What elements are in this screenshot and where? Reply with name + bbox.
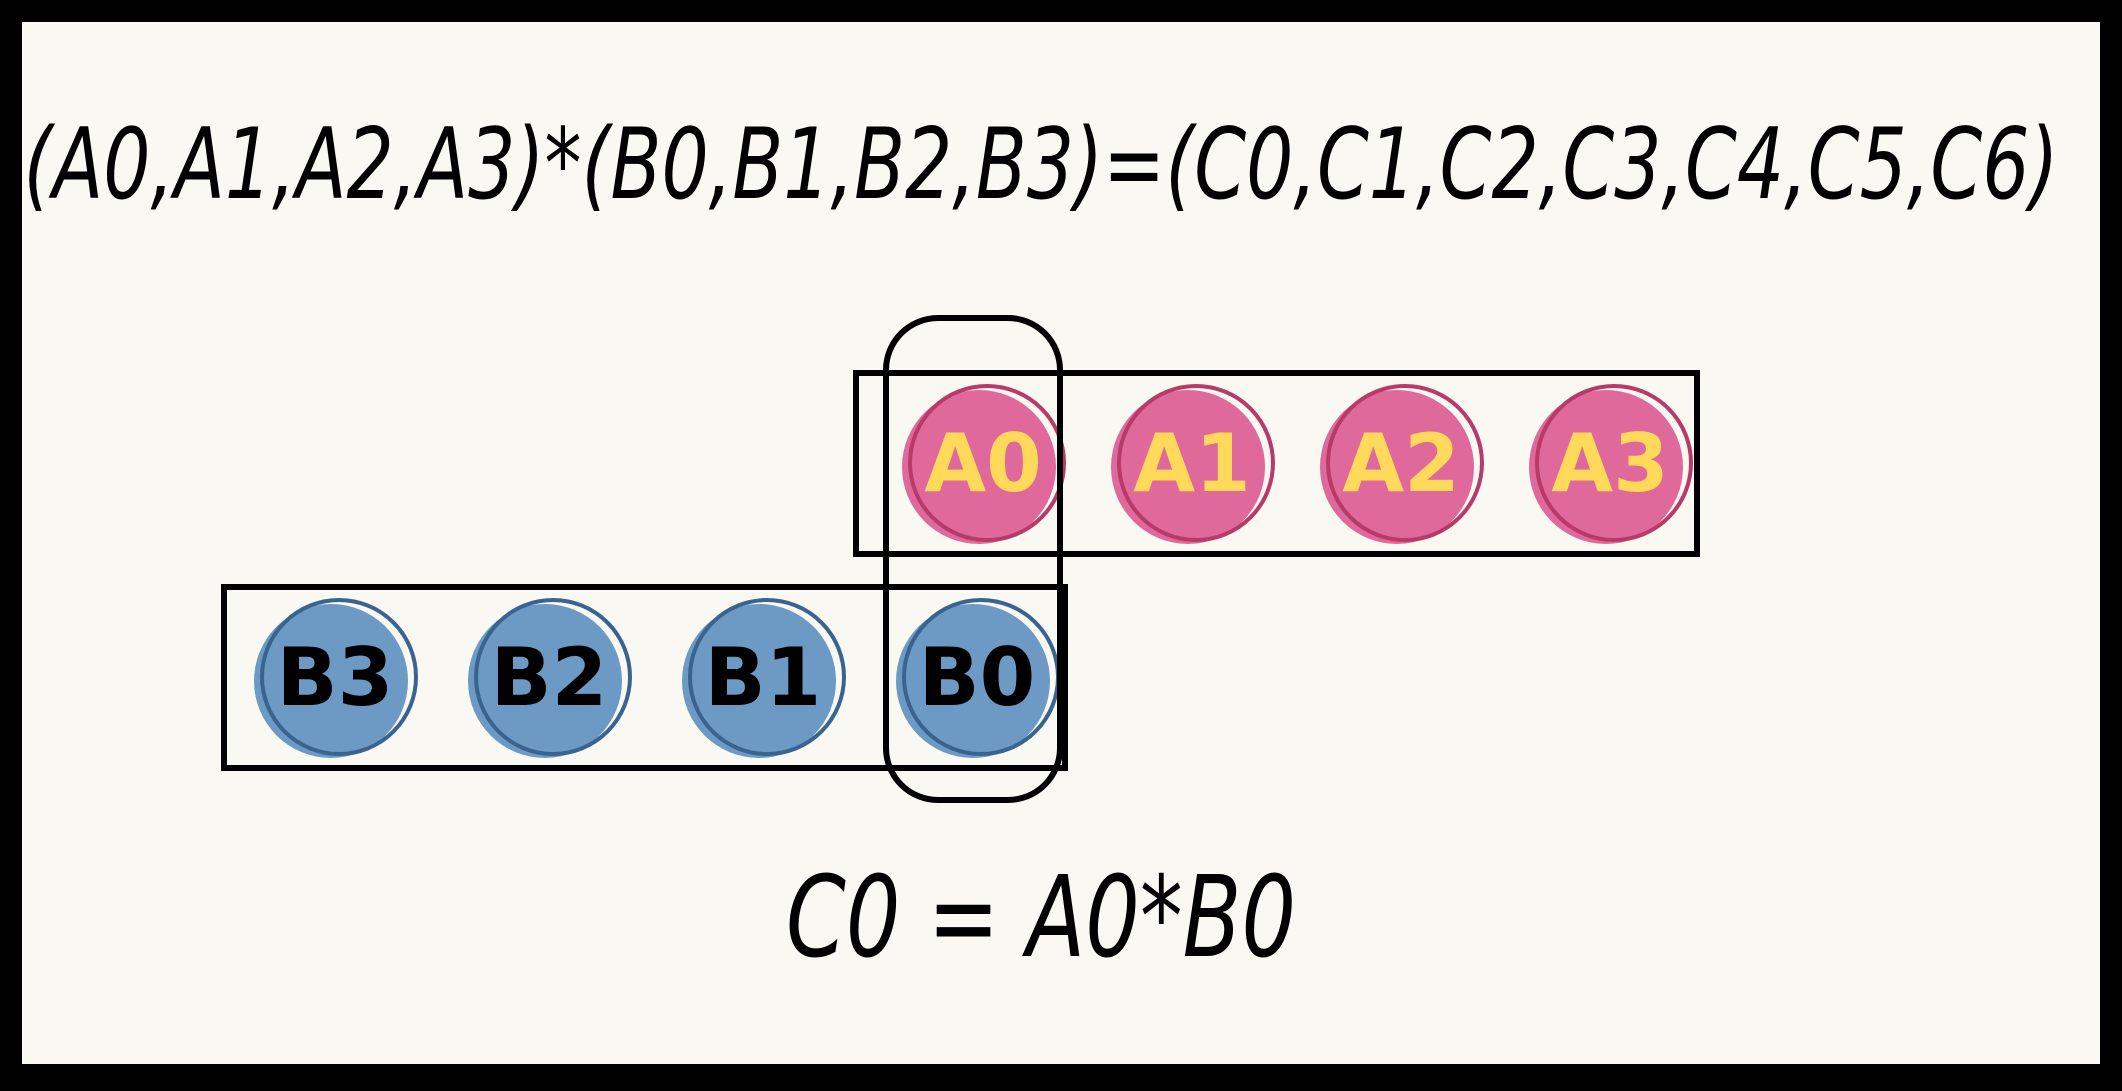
- a-circle-outline: [1326, 384, 1484, 542]
- result-text: C0 = A0*B0: [786, 853, 1296, 983]
- b-term-label: B2: [491, 631, 608, 724]
- b-circle-fill: [896, 604, 1050, 758]
- b-circle-fill: [682, 604, 836, 758]
- a-term-label: A3: [1551, 417, 1669, 510]
- b-circle-outline: [688, 598, 846, 756]
- alignment-highlight-box: [883, 315, 1063, 803]
- a-term-label: A0: [924, 417, 1042, 510]
- a-circle-outline: [1117, 384, 1275, 542]
- a-circle-fill: [902, 390, 1056, 544]
- b-circle-outline: [260, 598, 418, 756]
- a-term-a3: A3: [1529, 384, 1693, 544]
- b-term-b2: B2: [468, 598, 632, 758]
- a-terms-group: A0 A1 A2 A3: [902, 384, 1693, 544]
- b-term-label: B1: [705, 631, 822, 724]
- b-circle-fill: [254, 604, 408, 758]
- a-row-box: [853, 370, 1700, 557]
- b-row-box: [221, 584, 1068, 771]
- a-circle-fill: [1320, 390, 1474, 544]
- a-circle-outline: [1535, 384, 1693, 542]
- a-term-a0: A0: [902, 384, 1066, 544]
- b-term-label: B0: [919, 631, 1036, 724]
- b-circle-outline: [474, 598, 632, 756]
- a-term-label: A2: [1342, 417, 1460, 510]
- a-circle-fill: [1111, 390, 1265, 544]
- a-circle-fill: [1529, 390, 1683, 544]
- equation-text: (A0,A1,A2,A3)*(B0,B1,B2,B3)=(C0,C1,C2,C3…: [24, 108, 2059, 222]
- b-terms-group: B3 B2 B1 B0: [254, 598, 1060, 758]
- a-term-a2: A2: [1320, 384, 1484, 544]
- a-term-a1: A1: [1111, 384, 1275, 544]
- b-term-b3: B3: [254, 598, 418, 758]
- b-term-label: B3: [277, 631, 394, 724]
- a-circle-outline: [908, 384, 1066, 542]
- b-term-b0: B0: [896, 598, 1060, 758]
- b-circle-fill: [468, 604, 622, 758]
- a-term-label: A1: [1133, 417, 1251, 510]
- b-term-b1: B1: [682, 598, 846, 758]
